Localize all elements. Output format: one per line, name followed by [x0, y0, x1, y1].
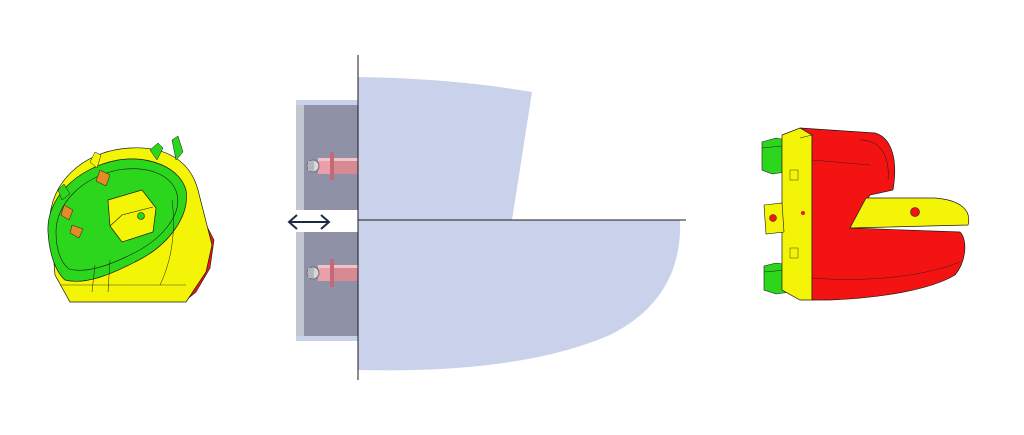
- left-part-boss-edge: [109, 206, 154, 227]
- ejector-pin-upper: [306, 152, 358, 180]
- left-part-clip-2: [60, 204, 74, 221]
- right-part-shelf-hole: [910, 207, 920, 217]
- mold-plate-upper-edge: [296, 103, 304, 210]
- left-part-ridge-3: [107, 259, 111, 293]
- right-part-contour-2: [811, 261, 961, 280]
- right-part-red-side: [799, 127, 966, 301]
- mold-band-bottom: [296, 336, 358, 341]
- left-part-post-2: [149, 142, 164, 161]
- right-part-block-edge: [859, 139, 889, 181]
- mold-band-top: [296, 100, 358, 105]
- right-part-contour-3: [799, 134, 813, 139]
- right-part-front-plate: [781, 127, 813, 301]
- mold-plate-lower-edge: [296, 232, 304, 339]
- ejection-arrow: [287, 214, 331, 230]
- mold-plate-lower: [296, 232, 358, 339]
- right-part-contour-1: [811, 159, 871, 166]
- right-part-dot: [801, 211, 805, 215]
- right-part-render: [761, 127, 970, 301]
- mold-body-lower: [358, 220, 681, 371]
- left-part-ridge-2: [91, 264, 96, 293]
- mold-body-upper: [358, 77, 532, 220]
- left-part-post-4: [57, 183, 71, 201]
- mold-plate-upper: [296, 103, 358, 210]
- left-part-clip-1: [95, 169, 111, 187]
- left-part-post-3: [171, 135, 184, 161]
- right-part-tab-top-line: [761, 145, 783, 149]
- ejector-pin-lower: [306, 259, 358, 287]
- left-part-post-1: [89, 151, 102, 169]
- right-part-stub-hole: [769, 214, 777, 222]
- mold-cross-section: [296, 55, 686, 380]
- left-part-clip-3: [69, 224, 84, 239]
- right-part-shelf: [849, 197, 970, 229]
- right-part-bump-2: [789, 247, 799, 259]
- right-part-bump-1: [789, 169, 799, 181]
- left-part-render: [47, 135, 215, 303]
- left-part-ridge-1: [159, 199, 174, 286]
- left-part-boss-hole: [137, 212, 145, 220]
